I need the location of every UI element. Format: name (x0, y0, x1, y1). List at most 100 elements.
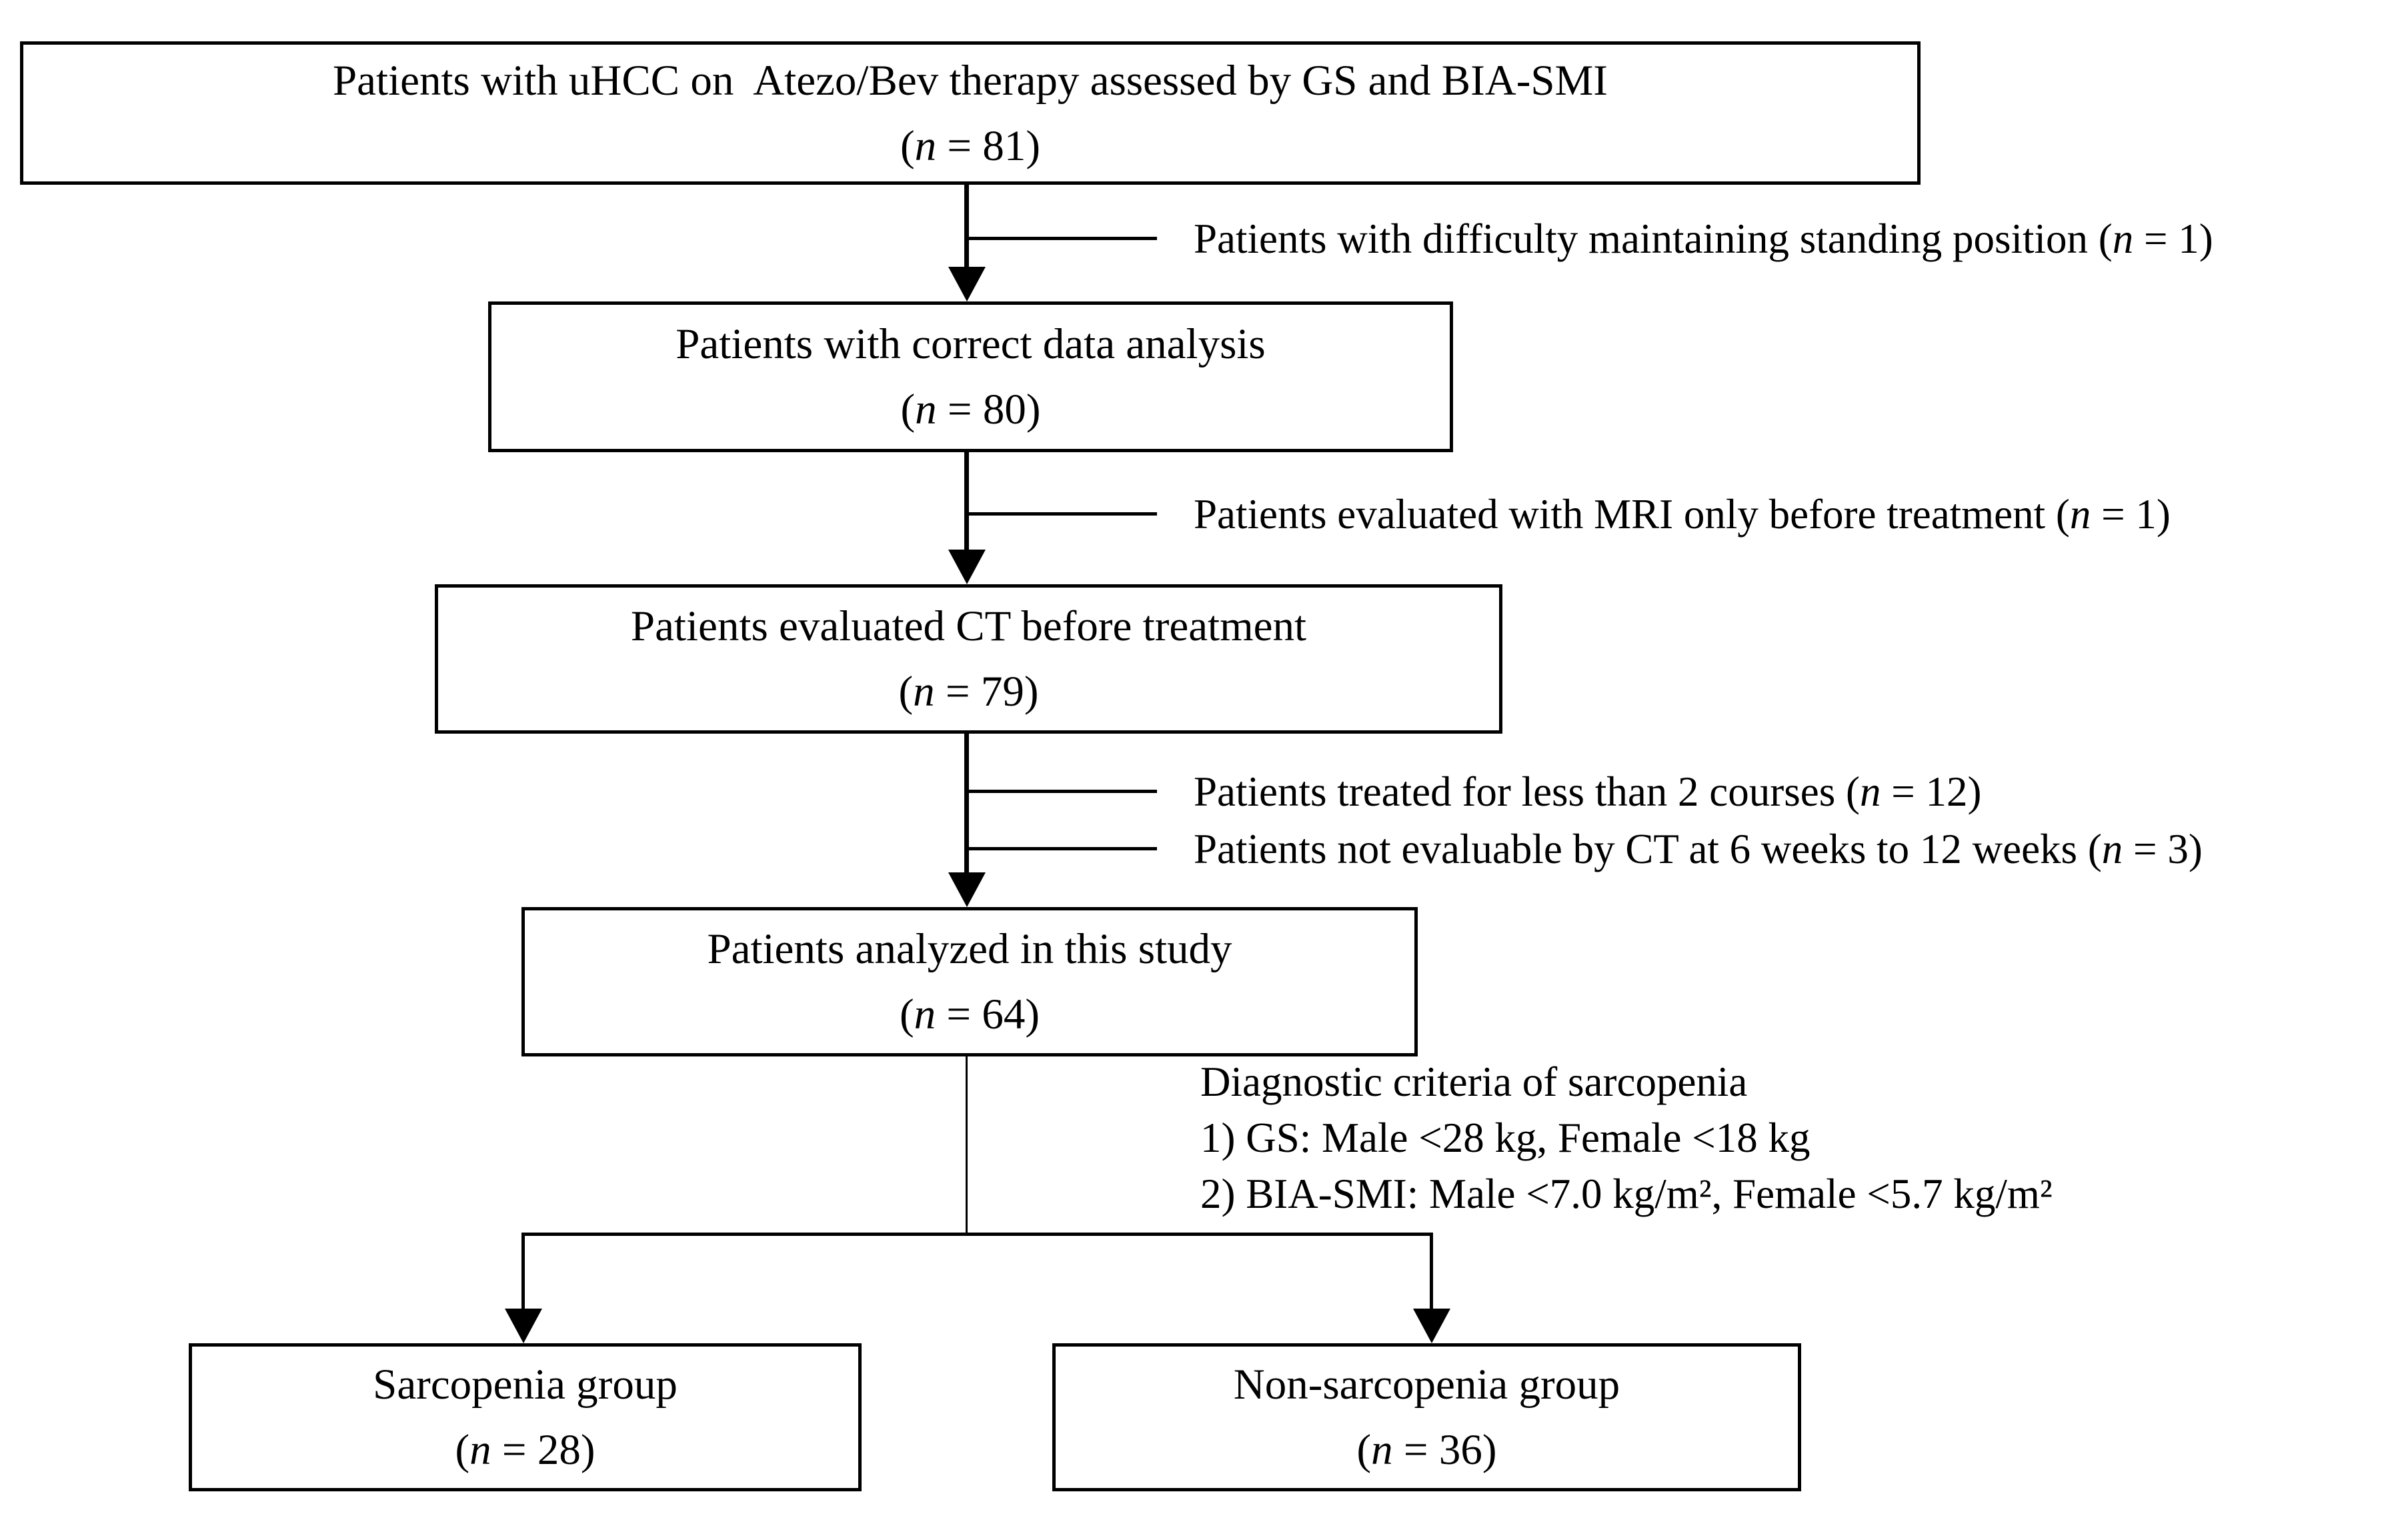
n-symbol: n (469, 1426, 491, 1474)
n-value: 1 (2178, 215, 2199, 262)
paren-open: ( (2098, 215, 2113, 262)
box-non-sarcopenia-group: Non-sarcopenia group (n = 36) (1052, 1343, 1801, 1491)
connector-line-1 (964, 185, 969, 269)
exclusion-tick-3 (967, 790, 1157, 793)
exclusion-n: (n = 12) (1846, 768, 1982, 815)
exclusion-tick-4 (967, 847, 1157, 850)
connector-line-3 (964, 734, 969, 875)
criteria-block: Diagnostic criteria of sarcopenia 1) GS:… (1200, 1054, 2053, 1222)
n-value: 79 (980, 668, 1024, 716)
box-n-count: (n = 36) (1357, 1417, 1497, 1483)
equals-sign: = (2123, 826, 2168, 872)
arrow-down-icon (948, 267, 986, 301)
equals-sign: = (2091, 491, 2136, 538)
n-symbol: n (1371, 1426, 1393, 1474)
box-analyzed: Patients analyzed in this study (n = 64) (521, 907, 1418, 1056)
paren-open: ( (900, 386, 916, 434)
box-n-count: (n = 28) (455, 1417, 595, 1483)
n-value: 28 (537, 1426, 581, 1474)
exclusion-note-standing: Patients with difficulty maintaining sta… (1194, 210, 2213, 267)
paren-open: ( (1845, 768, 1860, 815)
criteria-item-bia-smi: 2) BIA-SMI: Male <7.0 kg/m², Female <5.7… (1200, 1171, 2053, 1217)
box-label: Patients analyzed in this study (707, 925, 1232, 973)
n-symbol: n (2101, 826, 2123, 872)
equals-sign: = (1392, 1426, 1439, 1474)
arrow-down-icon (948, 550, 986, 584)
n-symbol: n (2069, 491, 2091, 538)
paren-open: ( (455, 1426, 470, 1474)
split-bar (521, 1233, 1433, 1236)
paren-close: ) (2199, 215, 2213, 262)
n-symbol: n (913, 668, 935, 716)
n-value: 1 (2135, 491, 2157, 538)
paren-close: ) (2188, 826, 2203, 872)
box-n-count: (n = 81) (900, 113, 1040, 179)
n-value: 64 (982, 990, 1026, 1038)
box-label: Sarcopenia group (373, 1361, 678, 1409)
exclusion-text: Patients not evaluable by CT at 6 weeks … (1194, 826, 2078, 872)
criteria-item-gs: 1) GS: Male <28 kg, Female <18 kg (1200, 1114, 1811, 1161)
box-label: Patients with correct data analysis (676, 320, 1266, 368)
equals-sign: = (934, 668, 981, 716)
exclusion-tick-1 (967, 237, 1157, 240)
exclusion-text: Patients with difficulty maintaining sta… (1194, 215, 2088, 262)
exclusion-note-less-courses: Patients treated for less than 2 courses… (1194, 763, 1981, 820)
split-drop-left (521, 1233, 525, 1311)
n-value: 81 (982, 121, 1026, 170)
paren-open: ( (2087, 826, 2102, 872)
split-drop-right (1430, 1233, 1433, 1311)
n-symbol: n (914, 121, 937, 170)
box-label: Patients with uHCC on Atezo/Bev therapy … (333, 56, 1608, 105)
equals-sign: = (1881, 768, 1926, 815)
equals-sign: = (2133, 215, 2179, 262)
exclusion-text: Patients treated for less than 2 courses (1194, 768, 1836, 815)
exclusion-note-mri-only: Patients evaluated with MRI only before … (1194, 486, 2171, 543)
paren-close: ) (1024, 668, 1039, 716)
exclusion-text: Patients evaluated with MRI only before … (1194, 491, 2046, 538)
paren-close: ) (2156, 491, 2171, 538)
n-symbol: n (2112, 215, 2134, 262)
paren-open: ( (900, 990, 914, 1038)
connector-line-2 (964, 452, 969, 552)
paren-close: ) (1025, 990, 1040, 1038)
n-value: 36 (1438, 1426, 1482, 1474)
criteria-title: Diagnostic criteria of sarcopenia (1200, 1058, 1748, 1105)
paren-open: ( (900, 121, 915, 170)
box-n-count: (n = 80) (901, 377, 1041, 442)
paren-close: ) (1026, 121, 1040, 170)
exclusion-note-not-evaluable: Patients not evaluable by CT at 6 weeks … (1194, 820, 2203, 878)
equals-sign: = (936, 990, 982, 1038)
paren-close: ) (1967, 768, 1982, 815)
n-symbol: n (914, 990, 936, 1038)
n-value: 12 (1925, 768, 1968, 815)
n-value: 80 (982, 386, 1026, 434)
n-value: 3 (2167, 826, 2189, 872)
equals-sign: = (936, 386, 983, 434)
box-sarcopenia-group: Sarcopenia group (n = 28) (189, 1343, 862, 1491)
exclusion-n: (n = 1) (2099, 215, 2213, 262)
box-correct-data: Patients with correct data analysis (n =… (488, 301, 1453, 452)
arrow-down-icon (1413, 1309, 1450, 1343)
exclusion-tick-2 (967, 512, 1157, 516)
arrow-down-icon (948, 872, 986, 907)
box-uhcc-atezo-bev: Patients with uHCC on Atezo/Bev therapy … (20, 41, 1921, 185)
paren-close: ) (580, 1426, 595, 1474)
box-label: Non-sarcopenia group (1233, 1361, 1620, 1409)
exclusion-n: (n = 1) (2056, 491, 2171, 538)
box-ct-before-treatment: Patients evaluated CT before treatment (… (435, 584, 1502, 734)
exclusion-n: (n = 3) (2088, 826, 2203, 872)
paren-open: ( (898, 668, 914, 716)
paren-open: ( (1356, 1426, 1372, 1474)
box-n-count: (n = 64) (900, 982, 1040, 1047)
n-symbol: n (1859, 768, 1881, 815)
paren-close: ) (1482, 1426, 1497, 1474)
box-label: Patients evaluated CT before treatment (630, 602, 1307, 650)
paren-open: ( (2055, 491, 2070, 538)
equals-sign: = (936, 121, 983, 170)
n-symbol: n (915, 386, 937, 434)
arrow-down-icon (505, 1309, 542, 1343)
box-n-count: (n = 79) (899, 659, 1039, 724)
paren-close: ) (1026, 386, 1041, 434)
connector-line-4 (966, 1056, 968, 1234)
